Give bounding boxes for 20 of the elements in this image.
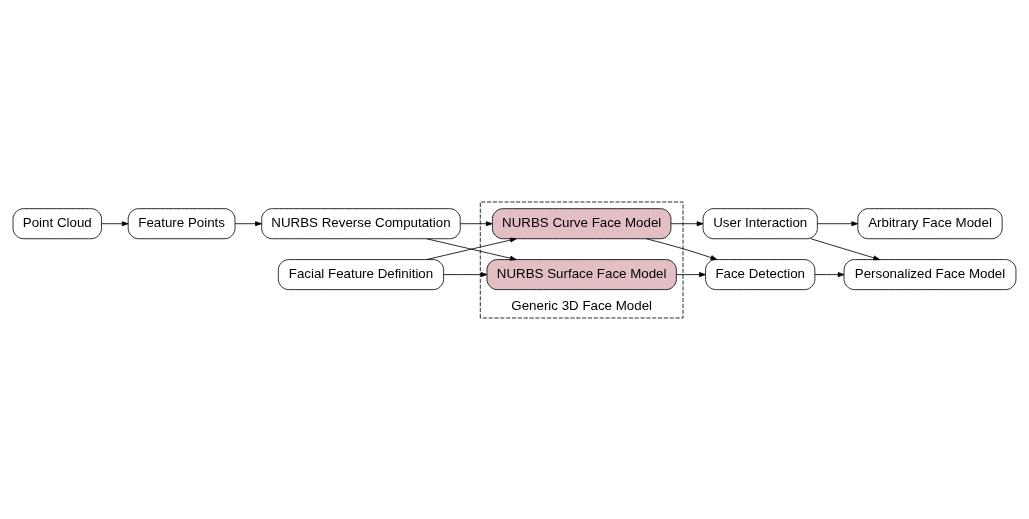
node-box: Arbitrary Face Model <box>857 207 1003 239</box>
node-box: Facial Feature Definition <box>277 258 444 290</box>
node-box: User Interaction <box>702 207 818 239</box>
arrow <box>670 220 704 226</box>
node-box: NURBS Surface Face Model <box>486 258 677 290</box>
arrow <box>675 271 706 277</box>
arrow <box>810 237 880 260</box>
node-box: Point Cloud <box>12 207 102 239</box>
node-box: Personalized Face Model <box>843 258 1017 290</box>
arrow <box>645 237 718 260</box>
node-box: Feature Points <box>127 207 236 239</box>
arrow <box>814 271 845 277</box>
node-box: NURBS Curve Face Model <box>491 207 672 239</box>
arrow <box>460 220 493 226</box>
node-box: NURBS Reverse Computation <box>261 207 461 239</box>
arrow <box>443 271 488 277</box>
arrow <box>234 220 262 226</box>
arrow <box>101 220 129 226</box>
node-box: Face Detection <box>705 258 816 290</box>
arrow <box>817 220 859 226</box>
